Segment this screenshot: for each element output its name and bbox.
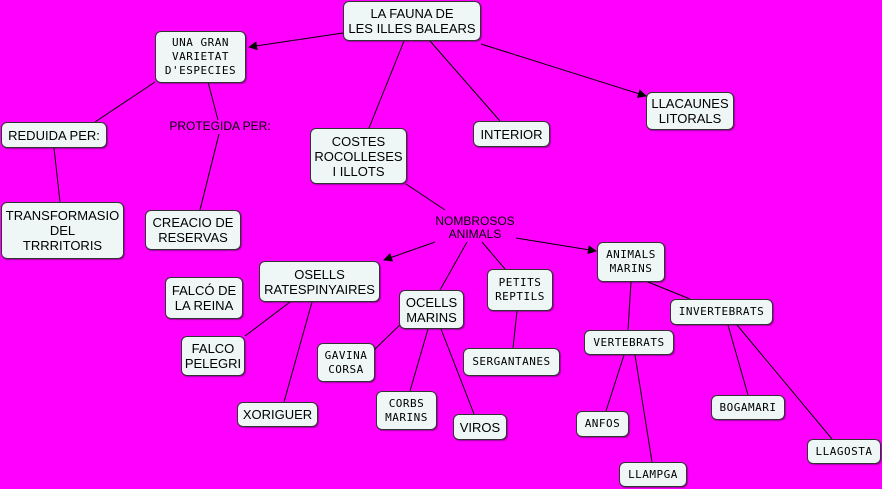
edge-nombrosos-birds	[383, 241, 436, 262]
edge-invert-bogamari	[727, 324, 749, 396]
edge-root-coasts	[368, 40, 405, 129]
node-llampga[interactable]: LLAMPGA	[619, 462, 687, 487]
node-coasts[interactable]: COSTES ROCOLLESES I ILLOTS	[310, 128, 407, 184]
node-variety[interactable]: UNA GRAN VARIETAT D'ESPECIES	[155, 31, 246, 83]
node-corbs[interactable]: CORBS MARINS	[376, 391, 437, 430]
node-ocells-marins[interactable]: OCELLS MARINS	[399, 290, 464, 329]
node-falco-reina[interactable]: FALCÓ DE LA REINA	[165, 277, 243, 319]
edge-root-lagoons	[480, 43, 647, 98]
edge-vertebrats-llampga	[634, 354, 653, 463]
node-llagosta[interactable]: LLAGOSTA	[807, 439, 881, 464]
node-birds-raptors[interactable]: OSELLS RATESPINYAIRES	[259, 261, 380, 302]
edge-marins-invertebrats	[647, 281, 691, 300]
node-interior[interactable]: INTERIOR	[473, 121, 550, 147]
node-anfos[interactable]: ANFOS	[576, 411, 629, 437]
edge-root-variety	[248, 32, 344, 51]
edge-invert-llagosta	[736, 324, 833, 440]
edge-birds-pelegri	[244, 301, 291, 337]
edge-ocells-corbs	[409, 328, 429, 392]
label-protegida: PROTEGIDA PER:	[169, 119, 271, 133]
edge-vertebrats-anfos	[605, 354, 625, 412]
edge-ocells-viros	[440, 328, 475, 415]
edge-nombrosos-reptils	[481, 241, 506, 270]
node-animals-marins[interactable]: ANIMALS MARINS	[597, 242, 665, 282]
node-reserves[interactable]: CREACIO DE RESERVAS	[145, 210, 241, 250]
node-invertebrats[interactable]: INVERTEBRATS	[670, 299, 773, 325]
edge-reptils-sergantanes	[512, 310, 518, 349]
edge-variety-reduced	[94, 81, 156, 123]
edge-protegida-reserves	[199, 133, 220, 211]
node-root[interactable]: LA FAUNA DE LES ILLES BALEARS	[343, 1, 481, 41]
edge-nombrosos-marins	[515, 237, 597, 255]
edge-nombrosos-ocells	[439, 241, 468, 291]
node-lagoons[interactable]: LLACAUNES LITORALS	[646, 92, 734, 130]
edge-marins-vertebrats	[627, 281, 632, 331]
edge-root-interior	[429, 40, 501, 122]
label-nombrosos: NOMBROSOS ANIMALS	[435, 214, 515, 241]
node-falco-pelegri[interactable]: FALCO PELEGRI	[181, 336, 245, 376]
node-reptils[interactable]: PETITS REPTILS	[487, 269, 553, 311]
edge-reduced-transform	[53, 147, 61, 203]
node-transform[interactable]: TRANSFORMASIO DEL TRRRITORIS	[1, 202, 124, 259]
node-reduced[interactable]: REDUIDA PER:	[1, 122, 107, 148]
node-viros[interactable]: VIROS	[453, 414, 507, 440]
node-vertebrats[interactable]: VERTEBRATS	[584, 330, 674, 355]
node-xoriguer[interactable]: XORIGUER	[237, 402, 318, 427]
node-gavina[interactable]: GAVINA CORSA	[317, 343, 375, 382]
edge-variety-protegida	[207, 81, 219, 121]
node-sergantanes[interactable]: SERGANTANES	[463, 348, 560, 376]
node-bogamari[interactable]: BOGAMARI	[711, 395, 785, 420]
edge-coasts-nombrosos	[405, 183, 446, 211]
edge-birds-xoriguer	[283, 301, 313, 403]
